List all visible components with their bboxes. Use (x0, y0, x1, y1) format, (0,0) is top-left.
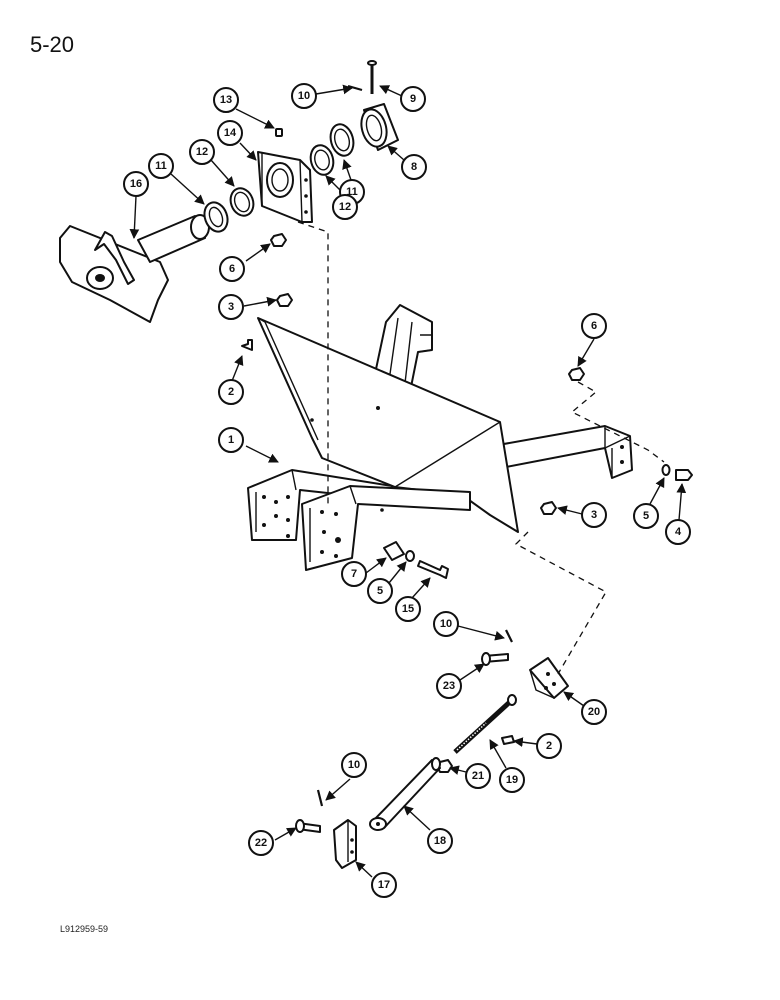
svg-text:10: 10 (440, 618, 452, 630)
callout-1: 1 (218, 427, 244, 453)
bolt-2-lower (501, 735, 515, 745)
svg-text:21: 21 (472, 770, 484, 782)
svg-text:8: 8 (411, 161, 417, 173)
callout-15: 15 (395, 596, 421, 622)
callout-23: 23 (436, 673, 462, 699)
svg-text:1: 1 (228, 434, 234, 446)
mount-bracket-14 (257, 151, 313, 223)
svg-text:2: 2 (228, 386, 234, 398)
callout-4: 4 (665, 519, 691, 545)
svg-text:10: 10 (298, 90, 310, 102)
svg-text:13: 13 (220, 94, 232, 106)
washer-11-left (203, 201, 229, 233)
cotter-10-middle (505, 629, 513, 643)
callout-10-low: 10 (341, 752, 367, 778)
callout-9: 9 (400, 86, 426, 112)
nut-6-upper (270, 233, 287, 247)
drawbar-frame (247, 304, 633, 571)
callout-11-a: 11 (148, 153, 174, 179)
callout-7: 7 (341, 561, 367, 587)
callout-16: 16 (123, 171, 149, 197)
svg-text:20: 20 (588, 706, 600, 718)
callout-8: 8 (401, 154, 427, 180)
nut-3-lower (540, 501, 557, 515)
callout-5-b: 5 (367, 578, 393, 604)
callout-10-mid: 10 (433, 611, 459, 637)
bolt-15 (417, 560, 449, 579)
callout-20: 20 (581, 699, 607, 725)
svg-text:9: 9 (410, 93, 416, 105)
svg-text:4: 4 (675, 526, 682, 538)
svg-text:12: 12 (196, 146, 208, 158)
svg-text:6: 6 (229, 263, 235, 275)
callout-14: 14 (217, 120, 243, 146)
callout-12-b: 12 (332, 194, 358, 220)
svg-text:11: 11 (155, 160, 167, 172)
bolt-2-upper (241, 339, 253, 351)
callout-13: 13 (213, 87, 239, 113)
pin-9 (367, 60, 377, 94)
svg-text:17: 17 (378, 879, 390, 891)
callout-3-b: 3 (581, 502, 607, 528)
threaded-rod-19 (453, 694, 517, 754)
fitting-13 (275, 128, 283, 137)
svg-text:10: 10 (348, 759, 360, 771)
svg-text:19: 19 (506, 774, 518, 786)
svg-text:6: 6 (591, 320, 597, 332)
washer-5-right (661, 464, 671, 476)
washer-5-lower (405, 550, 415, 562)
figure-id: L912959-59 (60, 924, 109, 934)
collar-8 (360, 103, 399, 151)
link-18 (369, 757, 441, 831)
svg-text:14: 14 (224, 127, 237, 139)
svg-text:3: 3 (591, 509, 597, 521)
svg-text:18: 18 (434, 835, 446, 847)
cotter-10-lower (316, 789, 324, 807)
pin-23 (481, 652, 509, 666)
callout-18: 18 (427, 828, 453, 854)
svg-text:15: 15 (402, 603, 414, 615)
nut-6-right (568, 367, 585, 381)
svg-text:7: 7 (351, 568, 357, 580)
leader-lines (129, 84, 687, 878)
callout-3-a: 3 (218, 294, 244, 320)
alignment-lines (297, 221, 665, 675)
callout-2-a: 2 (218, 379, 244, 405)
callouts: 10 9 13 14 8 12 11 16 11 12 11 12 6 3 2 … (123, 83, 691, 898)
callout-5-a: 5 (633, 503, 659, 529)
callout-12-a: 12 (189, 139, 215, 165)
svg-text:16: 16 (130, 178, 142, 190)
bolt-4 (675, 469, 693, 481)
svg-text:3: 3 (228, 301, 234, 313)
callout-19: 19 (499, 767, 525, 793)
callout-10-top: 10 (291, 83, 317, 109)
spacer-7 (383, 541, 405, 561)
callout-6-b: 6 (581, 313, 607, 339)
bushing-12-right (309, 144, 335, 176)
svg-text:11: 11 (346, 186, 358, 198)
svg-text:5: 5 (643, 510, 649, 522)
pin-22 (295, 819, 321, 833)
svg-text:2: 2 (546, 740, 552, 752)
svg-text:23: 23 (443, 680, 455, 692)
bushing-12-left (229, 187, 255, 217)
callout-17: 17 (371, 872, 397, 898)
pivot-housing (59, 214, 210, 323)
bracket-20 (529, 657, 569, 699)
callout-2-b: 2 (536, 733, 562, 759)
svg-text:12: 12 (339, 201, 351, 213)
washer-11-right (329, 123, 355, 157)
bracket-17 (333, 819, 357, 869)
svg-text:5: 5 (377, 585, 383, 597)
nut-3-upper (276, 293, 293, 307)
page-number: 5-20 (30, 32, 75, 57)
callout-6-a: 6 (219, 256, 245, 282)
svg-text:22: 22 (255, 837, 267, 849)
callout-21: 21 (465, 763, 491, 789)
callout-22: 22 (248, 830, 274, 856)
